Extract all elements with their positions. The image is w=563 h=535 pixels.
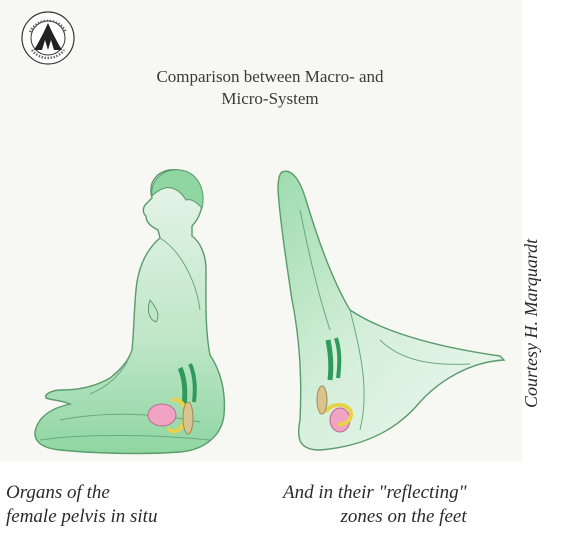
left-caption-line-2: female pelvis in situ <box>6 505 157 529</box>
left-caption-line-1: Organs of the <box>6 481 157 505</box>
image-credit: Courtesy H. Marquardt <box>521 368 541 408</box>
title-line-2: Micro-System <box>100 88 440 110</box>
diagram-title: Comparison between Macro- and Micro-Syst… <box>100 66 440 110</box>
right-caption-line-1: And in their "reflecting" <box>283 481 467 505</box>
seated-woman-figure <box>35 170 224 454</box>
seal-logo-icon <box>20 10 76 66</box>
diagram-panel: Comparison between Macro- and Micro-Syst… <box>0 0 522 462</box>
macro-micro-illustration <box>0 150 522 462</box>
title-line-1: Comparison between Macro- and <box>100 66 440 88</box>
left-caption: Organs of the female pelvis in situ <box>6 481 157 529</box>
right-caption: And in their "reflecting" zones on the f… <box>283 481 467 529</box>
credit-text: Courtesy H. Marquardt <box>521 368 541 408</box>
right-caption-line-2: zones on the feet <box>283 505 467 529</box>
foot-figure <box>278 171 504 450</box>
